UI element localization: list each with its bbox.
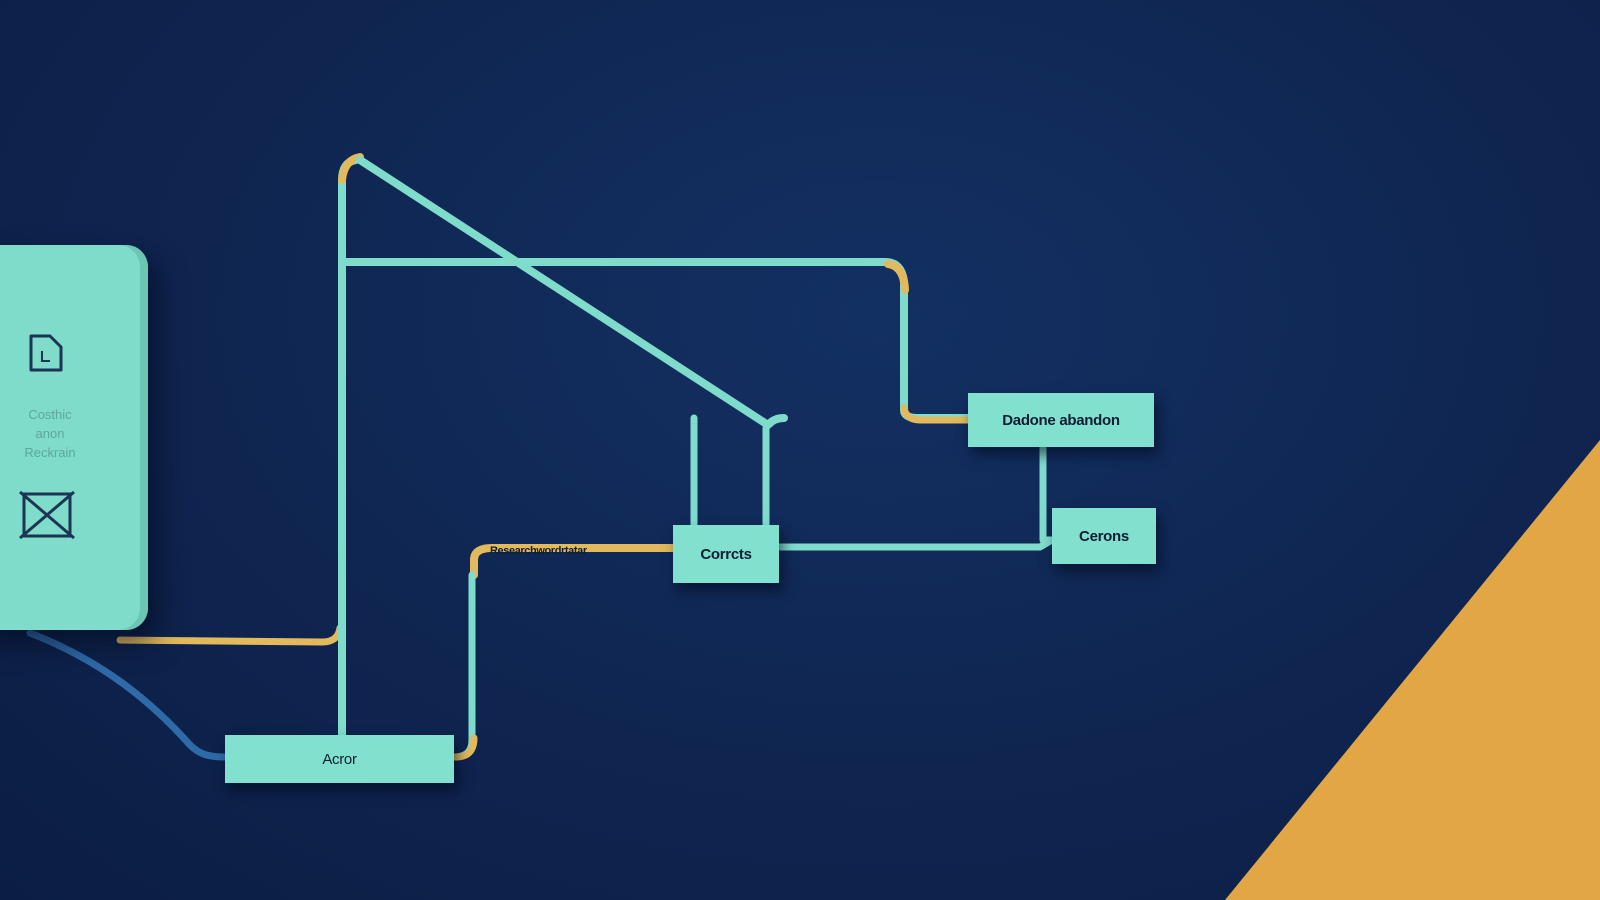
wire-bottom-to-center	[450, 571, 476, 761]
wire-horizontal-top	[342, 258, 972, 422]
wire-trunk-vertical	[338, 156, 360, 739]
wire-yellow-turn-top	[884, 260, 909, 294]
wire-label: Researchwordrtatar	[490, 545, 587, 557]
wire-center-to-right	[775, 536, 1056, 551]
node-center[interactable]: Corrcts	[673, 525, 779, 583]
wire-yellow-bottom-turn	[452, 734, 478, 761]
wire-top-right-to-mid-right	[1039, 443, 1056, 544]
panel-text-line-2: anon	[35, 426, 65, 441]
x-box-icon	[19, 490, 75, 540]
panel-text-line-1: Costhic	[28, 407, 72, 422]
node-mid-right[interactable]: Cerons	[1052, 508, 1156, 564]
node-bottom[interactable]: Acror	[225, 735, 454, 783]
wire-diagonal	[356, 156, 788, 429]
panel-text-line-3: Reckrain	[24, 445, 76, 460]
panel-text: Costhic anon Reckrain	[0, 405, 100, 462]
wire-yellow-into-center	[470, 544, 677, 579]
wire-blue-panel-to-bottom	[26, 629, 229, 761]
document-icon	[29, 334, 63, 372]
wire-yellow-turn-bottom	[900, 404, 972, 424]
node-top-right[interactable]: Dadone abandon	[968, 393, 1154, 447]
side-panel: Costhic anon Reckrain	[0, 245, 148, 630]
wire-yellow-panel-to-trunk	[116, 624, 344, 646]
